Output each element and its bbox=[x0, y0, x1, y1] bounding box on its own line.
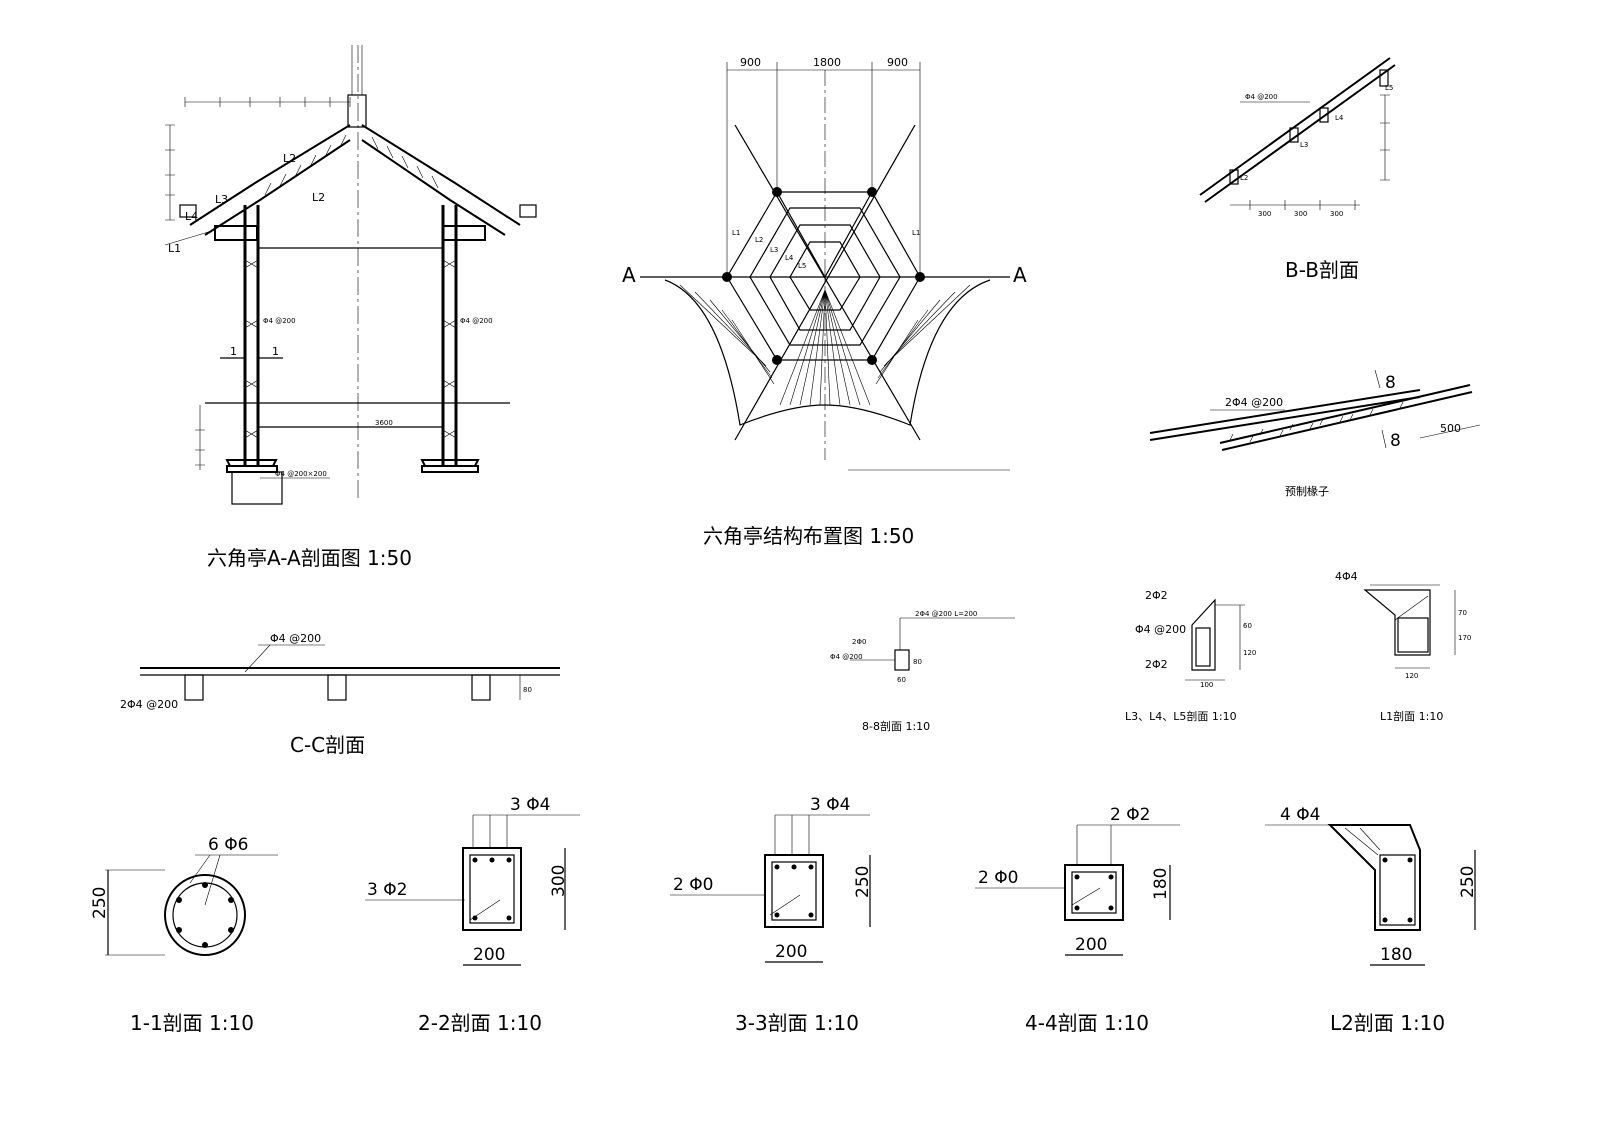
s88-drawing: 2Φ4 @200 L=200 2Φ0 Φ4 @200 60 80 8-8剖面 1… bbox=[830, 610, 1015, 733]
bb-beam-l3: L3 bbox=[1300, 141, 1308, 149]
aa-label-l3: L3 bbox=[215, 193, 228, 206]
aa-rebar-b: Φ4 @200 bbox=[460, 317, 493, 325]
l345-width: 100 bbox=[1200, 681, 1213, 689]
l1s-h2: 170 bbox=[1458, 634, 1471, 642]
aa-span-dim: 3600 bbox=[375, 419, 393, 427]
cc-title: C-C剖面 bbox=[290, 733, 365, 757]
bb-beam-l2: L2 bbox=[1240, 174, 1248, 182]
aa-cut-1-right: 1 bbox=[272, 345, 279, 358]
aa-rebar-a: Φ4 @200 bbox=[263, 317, 296, 325]
s44-top: 2 Φ2 bbox=[1110, 805, 1150, 825]
s11-title: 1-1剖面 1:10 bbox=[130, 1011, 254, 1035]
rafter-drawing: 8 8 2Φ4 @200 500 预制椽子 bbox=[1149, 369, 1481, 498]
l1s-h1: 70 bbox=[1458, 609, 1467, 617]
l1s-drawing: 70 170 120 4Φ4 L1剖面 1:10 bbox=[1335, 570, 1471, 723]
l2s-drawing: 4 Φ4 250 180 L2剖面 1:10 bbox=[1265, 805, 1478, 1035]
cc-section-drawing: Φ4 @200 2Φ4 @200 80 C-C剖面 bbox=[120, 632, 560, 757]
s11-rebar: 6 Φ6 bbox=[208, 835, 248, 855]
l2s-h: 250 bbox=[1458, 866, 1478, 898]
l345-title: L3、L4、L5剖面 1:10 bbox=[1125, 709, 1237, 723]
s22-side: 3 Φ2 bbox=[367, 880, 407, 900]
s44-side: 2 Φ0 bbox=[978, 868, 1018, 888]
plan-beam-l5: L5 bbox=[798, 262, 806, 270]
l2s-top: 4 Φ4 bbox=[1280, 805, 1320, 825]
plan-beam-l1-left: L1 bbox=[732, 229, 740, 237]
s33-top: 3 Φ4 bbox=[810, 795, 850, 815]
aa-cut-1-left: 1 bbox=[230, 345, 237, 358]
s88-width: 60 bbox=[897, 676, 906, 684]
aa-label-l2b: L2 bbox=[312, 191, 325, 204]
plan-drawing: 900 1800 900 A A L1 L2 L3 L4 L5 L1 六角亭结构… bbox=[622, 56, 1027, 548]
s44-drawing: 2 Φ2 2 Φ0 180 200 4-4剖面 1:10 bbox=[975, 805, 1180, 1035]
plan-cut-a-right: A bbox=[1013, 263, 1027, 287]
bb-dim-2: 300 bbox=[1294, 210, 1307, 218]
s33-side: 2 Φ0 bbox=[673, 875, 713, 895]
s11-drawing: 6 Φ6 250 1-1剖面 1:10 bbox=[90, 835, 278, 1035]
rafter-cut-8-bottom: 8 bbox=[1390, 431, 1401, 451]
s88-title: 8-8剖面 1:10 bbox=[862, 719, 930, 733]
s88-top: 2Φ4 @200 L=200 bbox=[915, 610, 977, 618]
aa-section-drawing: Φ4 @200×200 3600 L1 L2 L2 L3 L4 1 1 Φ4 @… bbox=[164, 45, 537, 570]
l345-h1: 60 bbox=[1243, 622, 1252, 630]
rafter-cut-8-top: 8 bbox=[1385, 373, 1396, 393]
plan-beam-l1-right: L1 bbox=[912, 229, 920, 237]
plan-cut-a-left: A bbox=[622, 263, 636, 287]
s33-h: 250 bbox=[853, 866, 873, 898]
bb-beam-l5: L5 bbox=[1385, 84, 1393, 92]
bb-beam-l4: L4 bbox=[1335, 114, 1344, 122]
aa-title: 六角亭A-A剖面图 1:50 bbox=[207, 546, 412, 570]
bb-dim-3: 300 bbox=[1330, 210, 1343, 218]
s33-w: 200 bbox=[775, 942, 807, 962]
l2s-w: 180 bbox=[1380, 945, 1412, 965]
plan-dim-right: 900 bbox=[887, 56, 908, 69]
l345-bot: 2Φ2 bbox=[1145, 658, 1168, 671]
l1s-top: 4Φ4 bbox=[1335, 570, 1358, 583]
aa-label-l2a: L2 bbox=[283, 152, 296, 165]
rafter-rebar: 2Φ4 @200 bbox=[1225, 396, 1283, 409]
l345-top: 2Φ2 bbox=[1145, 589, 1168, 602]
cc-top-rebar: Φ4 @200 bbox=[270, 632, 321, 645]
s33-drawing: 3 Φ4 2 Φ0 250 200 3-3剖面 1:10 bbox=[670, 795, 873, 1035]
aa-label-l4: L4 bbox=[185, 210, 198, 223]
plan-beam-l2: L2 bbox=[755, 236, 763, 244]
plan-beam-l3: L3 bbox=[770, 246, 778, 254]
rafter-title: 预制椽子 bbox=[1285, 485, 1329, 498]
s22-title: 2-2剖面 1:10 bbox=[418, 1011, 542, 1035]
aa-label-l1: L1 bbox=[168, 242, 181, 255]
s44-w: 200 bbox=[1075, 935, 1107, 955]
plan-dim-center: 1800 bbox=[813, 56, 841, 69]
bb-rebar: Φ4 @200 bbox=[1245, 93, 1278, 101]
s11-dia: 250 bbox=[90, 887, 110, 919]
l2s-title: L2剖面 1:10 bbox=[1330, 1011, 1445, 1035]
l345-h2: 120 bbox=[1243, 649, 1256, 657]
s88-height: 80 bbox=[913, 658, 922, 666]
s88-label-a: 2Φ0 bbox=[852, 638, 866, 646]
s88-label-b: Φ4 @200 bbox=[830, 653, 863, 661]
l345-drawing: 60 120 100 2Φ2 Φ4 @200 2Φ2 L3、L4、L5剖面 1:… bbox=[1125, 589, 1256, 723]
rafter-length: 500 bbox=[1440, 422, 1461, 435]
cc-dim: 80 bbox=[523, 686, 532, 694]
s22-w: 200 bbox=[473, 945, 505, 965]
s33-title: 3-3剖面 1:10 bbox=[735, 1011, 859, 1035]
plan-beam-l4: L4 bbox=[785, 254, 794, 262]
s22-top: 3 Φ4 bbox=[510, 795, 550, 815]
plan-dim-left: 900 bbox=[740, 56, 761, 69]
s22-drawing: 3 Φ4 3 Φ2 300 200 2-2剖面 1:10 bbox=[365, 795, 580, 1035]
cc-bottom-rebar: 2Φ4 @200 bbox=[120, 698, 178, 711]
svg-text:Φ4 @200×200: Φ4 @200×200 bbox=[275, 470, 327, 478]
l1s-width: 120 bbox=[1405, 672, 1418, 680]
plan-title: 六角亭结构布置图 1:50 bbox=[703, 524, 914, 548]
s44-title: 4-4剖面 1:10 bbox=[1025, 1011, 1149, 1035]
l345-mid: Φ4 @200 bbox=[1135, 623, 1186, 636]
s44-h: 180 bbox=[1151, 868, 1171, 900]
bb-title: B-B剖面 bbox=[1285, 258, 1359, 282]
l1s-title: L1剖面 1:10 bbox=[1380, 709, 1443, 723]
bb-section-drawing: Φ4 @200 L5 L4 L3 L2 300 300 300 B-B剖面 bbox=[1199, 57, 1396, 282]
s22-h: 300 bbox=[549, 865, 569, 897]
bb-dim-1: 300 bbox=[1258, 210, 1271, 218]
